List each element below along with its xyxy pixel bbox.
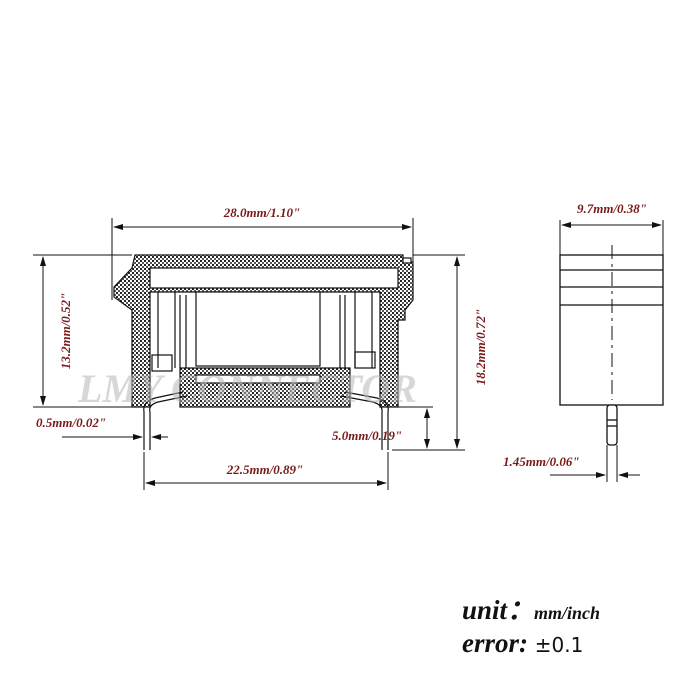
error-legend: error: ±0.1 — [462, 628, 583, 659]
dim-total-height: 18.2mm/0.72" — [473, 309, 488, 386]
error-label: error — [462, 628, 520, 658]
error-separator: : — [519, 628, 529, 658]
dim-side-pin-width: 1.45mm/0.06" — [503, 454, 580, 469]
top-slot — [149, 267, 399, 289]
center-window — [195, 291, 321, 367]
unit-legend: unit：mm/inch — [462, 588, 600, 627]
unit-separator: ： — [507, 595, 535, 625]
side-pin — [606, 404, 618, 446]
left-pin — [143, 391, 188, 450]
dim-pin-length: 5.0mm/0.19" — [332, 428, 402, 443]
dim-overall-width: 28.0mm/1.10" — [223, 205, 301, 220]
dimension-lines — [33, 218, 465, 490]
error-value: ±0.1 — [534, 633, 584, 657]
dim-body-height: 13.2mm/0.52" — [58, 293, 73, 370]
dim-side-width: 9.7mm/0.38" — [577, 201, 647, 216]
right-pin — [340, 391, 389, 450]
front-view — [113, 254, 414, 450]
dim-pin-pitch: 22.5mm/0.89" — [226, 462, 304, 477]
dim-pin-thickness: 0.5mm/0.02" — [36, 415, 106, 430]
unit-label: unit — [462, 595, 508, 625]
unit-value: mm/inch — [534, 603, 601, 623]
watermark: LMY CONNECTOR — [77, 366, 417, 411]
side-view — [550, 220, 664, 482]
